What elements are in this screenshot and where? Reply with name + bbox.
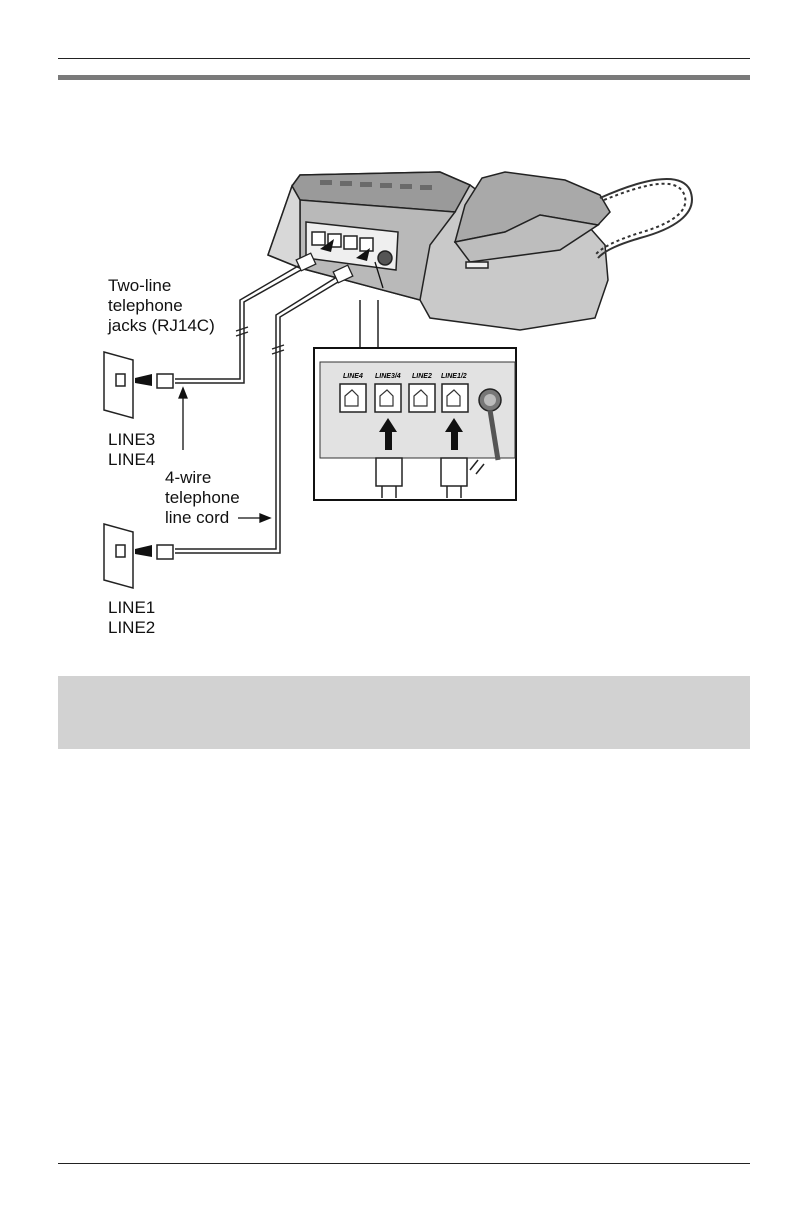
note-box bbox=[58, 676, 750, 749]
label-two-line-jacks: Two-line telephone jacks (RJ14C) bbox=[108, 276, 215, 336]
label-4-wire-cord: 4-wire telephone line cord bbox=[165, 468, 240, 528]
inset-label-line2: LINE2 bbox=[412, 373, 432, 380]
coiled-cord bbox=[596, 179, 692, 258]
telephone-base bbox=[268, 172, 610, 330]
label-line3-line4: LINE3 LINE4 bbox=[108, 430, 155, 470]
label-line1-line2: LINE1 LINE2 bbox=[108, 598, 155, 638]
wall-jack-bottom bbox=[104, 524, 173, 588]
footer-rule bbox=[58, 1163, 750, 1164]
inset-label-line34: LINE3/4 bbox=[375, 373, 401, 380]
wall-jack-top bbox=[104, 352, 173, 418]
jack-inset: LINE4 LINE3/4 LINE2 LINE1/2 bbox=[314, 300, 516, 500]
cord-break-marks bbox=[236, 327, 284, 354]
inset-label-line12: LINE1/2 bbox=[441, 373, 467, 380]
inset-label-line4: LINE4 bbox=[343, 373, 363, 380]
